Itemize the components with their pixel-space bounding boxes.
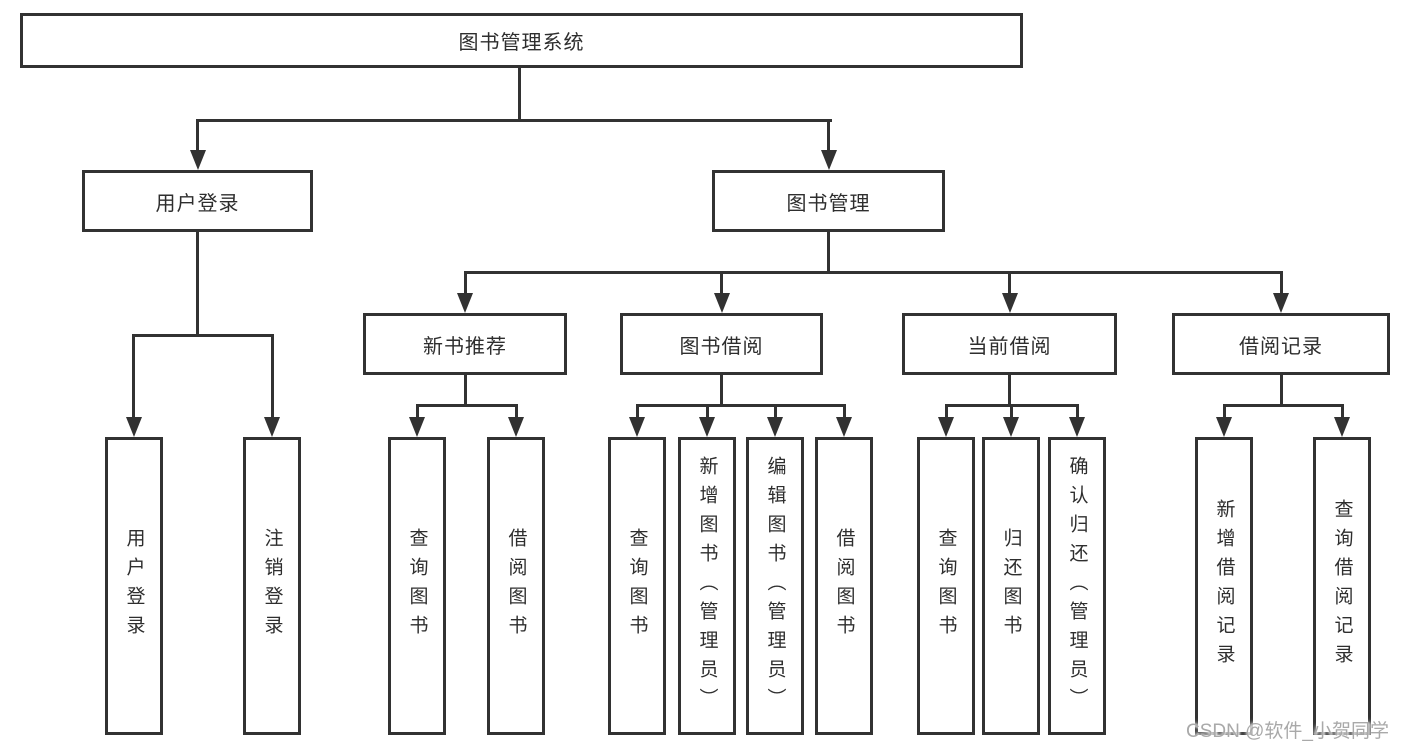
connector-line (1223, 404, 1344, 407)
connector-line (196, 232, 199, 337)
node-label: 用户登录 (155, 192, 240, 215)
connector-line (416, 404, 419, 419)
leaf-confirm-return-admin: 确认归还（管理员） (1048, 437, 1106, 735)
leaf-query-borrow-record: 查询借阅记录 (1313, 437, 1371, 735)
arrow-down-icon (457, 293, 473, 313)
arrow-down-icon (836, 417, 852, 437)
node-label: 借阅记录 (1239, 335, 1323, 358)
connector-line (1076, 404, 1079, 419)
connector-line (464, 271, 1283, 274)
connector-line (515, 404, 518, 419)
arrow-down-icon (699, 417, 715, 437)
node-book-borrowing: 图书借阅 (620, 313, 823, 375)
connector-line (636, 404, 639, 419)
connector-line (843, 404, 846, 419)
arrow-down-icon (938, 417, 954, 437)
leaf-label: 新增图书（管理员） (696, 455, 718, 717)
connector-line (1008, 271, 1011, 295)
arrow-down-icon (508, 417, 524, 437)
leaf-label: 归还图书 (1000, 528, 1022, 644)
connector-line (1280, 375, 1283, 406)
arrow-down-icon (126, 417, 142, 437)
connector-line (464, 375, 467, 406)
arrow-down-icon (264, 417, 280, 437)
leaf-return-books: 归还图书 (982, 437, 1040, 735)
arrow-down-icon (714, 293, 730, 313)
connector-line (416, 404, 518, 407)
node-label: 图书管理 (786, 192, 871, 215)
node-label: 图书借阅 (679, 335, 764, 358)
arrow-down-icon (1216, 417, 1232, 437)
leaf-label: 查询图书 (626, 528, 648, 644)
node-current-borrowing: 当前借阅 (902, 313, 1117, 375)
connector-line (271, 334, 274, 419)
connector-line (196, 119, 199, 152)
leaf-label: 查询借阅记录 (1331, 499, 1353, 673)
leaf-label: 注销登录 (261, 528, 283, 644)
arrow-down-icon (1069, 417, 1085, 437)
leaf-add-borrow-record: 新增借阅记录 (1195, 437, 1253, 735)
connector-line (720, 271, 723, 295)
leaf-edit-books-admin: 编辑图书（管理员） (746, 437, 804, 735)
node-book-management: 图书管理 (712, 170, 945, 232)
arrow-down-icon (821, 150, 837, 170)
node-label: 当前借阅 (967, 335, 1052, 358)
connector-line (827, 232, 830, 274)
leaf-borrow-books-bb: 借阅图书 (815, 437, 873, 735)
connector-line (636, 404, 846, 407)
connector-line (1223, 404, 1226, 419)
leaf-label: 查询图书 (935, 528, 957, 644)
arrow-down-icon (1003, 417, 1019, 437)
connector-line (518, 66, 521, 122)
arrow-down-icon (409, 417, 425, 437)
csdn-watermark: CSDN @软件_小贺同学 (1186, 721, 1389, 742)
connector-line (827, 119, 830, 152)
leaf-label: 借阅图书 (833, 528, 855, 644)
leaf-label: 用户登录 (123, 528, 145, 644)
leaf-label: 新增借阅记录 (1213, 499, 1235, 673)
arrow-down-icon (629, 417, 645, 437)
node-label: 新书推荐 (423, 335, 507, 358)
connector-line (1010, 404, 1013, 419)
leaf-query-books-cb: 查询图书 (917, 437, 975, 735)
connector-line (1008, 375, 1011, 406)
arrow-down-icon (1334, 417, 1350, 437)
connector-line (196, 119, 832, 122)
node-new-book-recommendation: 新书推荐 (363, 313, 567, 375)
leaf-label: 确认归还（管理员） (1066, 455, 1088, 717)
leaf-logout: 注销登录 (243, 437, 301, 735)
node-label: 图书管理系统 (458, 32, 585, 54)
connector-line (945, 404, 948, 419)
connector-line (1280, 271, 1283, 295)
connector-line (132, 334, 135, 419)
leaf-add-books-admin: 新增图书（管理员） (678, 437, 736, 735)
arrow-down-icon (1002, 293, 1018, 313)
leaf-query-books-rec: 查询图书 (388, 437, 446, 735)
leaf-label: 借阅图书 (505, 528, 527, 644)
node-user-login: 用户登录 (82, 170, 313, 232)
node-borrowing-records: 借阅记录 (1172, 313, 1390, 375)
leaf-label: 编辑图书（管理员） (764, 455, 786, 717)
leaf-borrow-books-rec: 借阅图书 (487, 437, 545, 735)
connector-line (720, 375, 723, 406)
connector-line (132, 334, 274, 337)
connector-line (706, 404, 709, 419)
leaf-label: 查询图书 (406, 528, 428, 644)
arrow-down-icon (1273, 293, 1289, 313)
connector-line (774, 404, 777, 419)
connector-line (1341, 404, 1344, 419)
leaf-query-books-bb: 查询图书 (608, 437, 666, 735)
connector-line (464, 271, 467, 295)
arrow-down-icon (767, 417, 783, 437)
node-book-management-system: 图书管理系统 (20, 13, 1023, 68)
leaf-user-login: 用户登录 (105, 437, 163, 735)
arrow-down-icon (190, 150, 206, 170)
